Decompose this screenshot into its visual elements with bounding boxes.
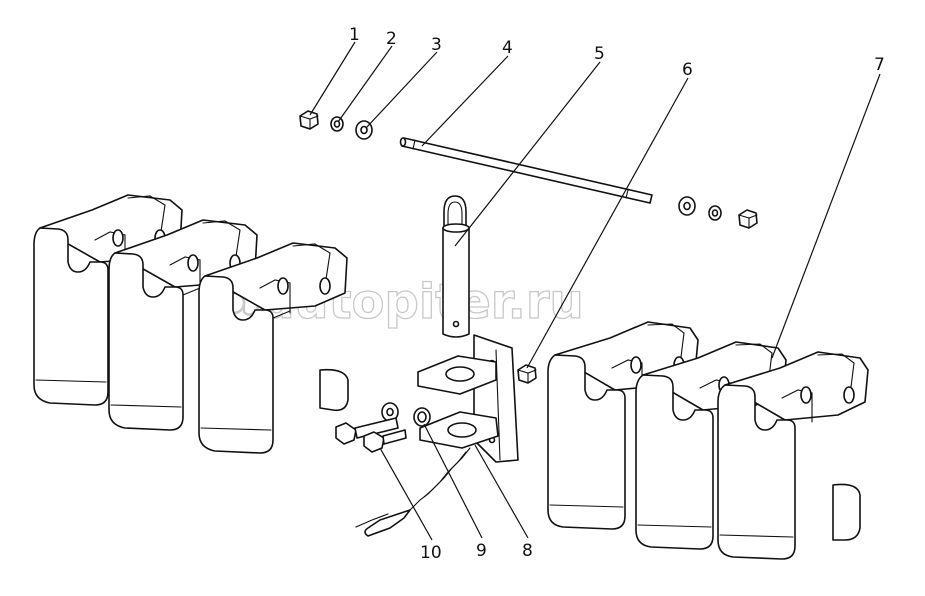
hitch-bracket: [417, 334, 519, 463]
nut-right: [738, 209, 758, 229]
weight-notch: [319, 368, 349, 412]
long-rod: [399, 137, 653, 204]
nut-small: [517, 364, 537, 384]
lock-washer-top: [330, 116, 344, 132]
nut-top: [299, 110, 319, 130]
retaining-ring-chain: [355, 407, 471, 537]
callout-3: 3: [431, 35, 442, 55]
callout-4: 4: [502, 38, 513, 58]
weight-plate: [198, 242, 348, 454]
callout-9: 9: [476, 541, 487, 561]
right-weight-stack: [547, 321, 869, 560]
leader-lines: [309, 41, 881, 541]
left-weight-stack: [33, 194, 349, 454]
callout-6: 6: [682, 60, 693, 80]
callout-labels: 1 2 3 4 5 6 7 8 9 10: [349, 25, 885, 563]
washer-right: [678, 196, 696, 216]
callout-2: 2: [386, 29, 397, 49]
callout-5: 5: [594, 44, 605, 64]
callout-7: 7: [874, 55, 885, 75]
callout-1: 1: [349, 25, 360, 45]
callout-10: 10: [420, 543, 442, 563]
bolt-washer: [335, 402, 407, 453]
callout-8: 8: [522, 541, 533, 561]
lock-washer-right: [708, 205, 722, 221]
weight-notch: [832, 483, 861, 541]
hitch-pin: [442, 195, 470, 338]
